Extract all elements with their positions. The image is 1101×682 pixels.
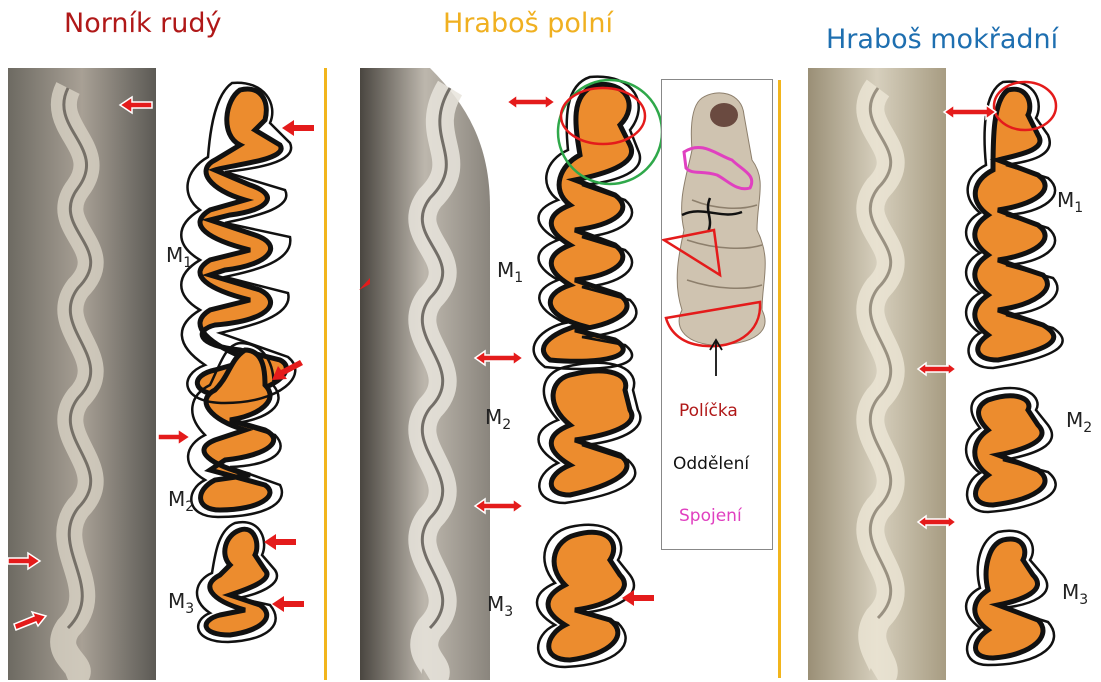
title-field-vole: Hraboš mokřadní (826, 24, 1058, 55)
molar-label-m1-middle: M1 (497, 258, 523, 286)
legend-oddeleni: Oddělení (673, 454, 749, 474)
arrow-icon (6, 551, 42, 571)
divider-left (324, 68, 327, 680)
photo-bank-vole (8, 68, 156, 680)
molar-label-m3-right: M3 (1062, 580, 1088, 608)
arrow-icon (156, 427, 192, 447)
divider-right (778, 80, 781, 678)
title-common-vole: Hraboš polní (443, 8, 613, 39)
legend-spojeni: Spojení (679, 506, 742, 526)
arrow-icon (270, 594, 306, 614)
molar-label-m1-left: M1 (166, 243, 192, 271)
molar-label-m2-middle: M2 (485, 405, 511, 433)
molar-label-m3-middle: M3 (487, 592, 513, 620)
double-arrow-icon (942, 102, 998, 122)
arrow-icon (270, 358, 304, 384)
arrow-icon (262, 532, 298, 552)
title-bank-vole: Norník rudý (64, 8, 222, 39)
molar-label-m2-left: M2 (168, 487, 194, 515)
highlight-circle-red (990, 78, 1060, 138)
arrow-icon (280, 118, 316, 138)
inset-legend-panel: Políčka Oddělení Spojení (661, 79, 773, 550)
molar-label-m1-right: M1 (1057, 188, 1083, 216)
double-arrow-icon (505, 92, 557, 112)
double-arrow-icon (473, 496, 525, 516)
molar-label-m3-left: M3 (168, 589, 194, 617)
arrow-icon (620, 588, 656, 608)
double-arrow-icon (473, 348, 525, 368)
arrow-icon (12, 610, 48, 636)
double-arrow-icon (916, 513, 958, 531)
legend-policka: Políčka (679, 401, 738, 421)
double-arrow-icon (916, 360, 958, 378)
highlight-circle-green (553, 74, 668, 194)
molar-label-m2-right: M2 (1066, 408, 1092, 436)
inset-tooth-photo (662, 80, 772, 380)
arrow-icon (118, 95, 154, 115)
photo-common-vole (360, 68, 490, 680)
arrow-icon (358, 276, 372, 292)
